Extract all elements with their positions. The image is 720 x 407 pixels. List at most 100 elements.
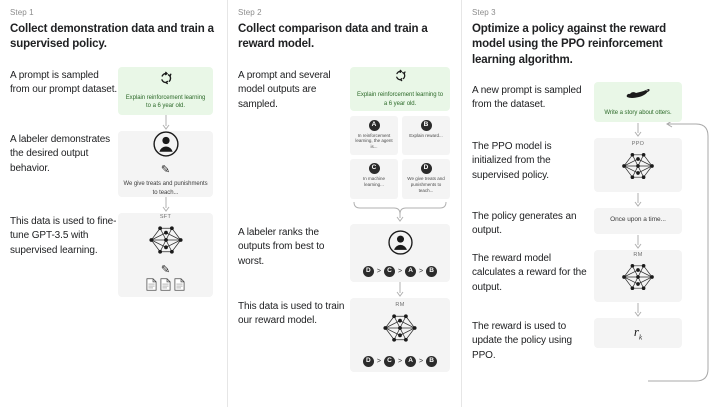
step-3-column: Step 3 Optimize a policy against the rew… <box>461 0 720 407</box>
step-2-title: Collect comparison data and train a rewa… <box>238 23 428 51</box>
step-3-row-ppo: The PPO model is initialized from the su… <box>472 137 710 208</box>
document-icon <box>174 277 185 296</box>
new-prompt-card: Write a story about otters. <box>594 81 682 122</box>
step-2-row-rm-text: This data is used to train our reward mo… <box>238 300 345 327</box>
step-3-row-reward: The reward model calculates a reward for… <box>472 249 710 318</box>
reward-model-card: RM <box>594 249 682 302</box>
rank-badge-1: D <box>362 265 374 277</box>
recycle-icon <box>394 69 407 87</box>
output-text: In reinforcement learning, the agent is.… <box>355 132 393 150</box>
rank-badge-2: C <box>383 265 395 277</box>
arrow-down <box>594 122 682 138</box>
step-1-row-labeler: A labeler demonstrates the desired outpu… <box>10 130 217 213</box>
labeler-demo-card: ✎ We give treats and punishments to teac… <box>118 130 213 197</box>
rank-separator: > <box>397 267 403 275</box>
labeler-demo-caption: We give treats and punishments to teach.… <box>123 181 208 196</box>
step-3-row-prompt-text: A new prompt is sampled from the dataset… <box>472 84 582 111</box>
output-badge: B <box>420 119 432 131</box>
step-1-row-prompt-text: A prompt is sampled from our prompt data… <box>10 69 118 96</box>
arrow-down <box>350 282 450 298</box>
step-1-label: Step 1 <box>10 8 34 17</box>
step-2-row-ranking: A labeler ranks the outputs from best to… <box>238 223 451 298</box>
pencil-icon: ✎ <box>160 164 171 177</box>
output-card-d: D We give treats and punishments to teac… <box>402 159 450 199</box>
prompt-card-green: Explain reinforcement learning to a 6 ye… <box>118 66 213 115</box>
step-3-row-reward-text: The reward model calculates a reward for… <box>472 252 587 293</box>
step-2-label: Step 2 <box>238 8 262 17</box>
output-card-c: C In machine learning... <box>350 159 398 199</box>
neural-network-icon <box>378 310 422 351</box>
step-3-row-ppo-text: The PPO model is initialized from the su… <box>472 140 552 181</box>
labeler-person-icon <box>387 229 414 261</box>
rank-badge-4: B <box>426 265 438 277</box>
policy-output-card: Once upon a time... <box>594 207 682 234</box>
step-2-row-prompt-text: A prompt and several model outputs are s… <box>238 69 331 110</box>
step-1-row-prompt: A prompt is sampled from our prompt data… <box>10 66 217 131</box>
otter-icon <box>625 87 651 105</box>
new-prompt-caption: Write a story about otters. <box>604 109 672 116</box>
step-1-row-sft-text: This data is used to fine-tune GPT-3.5 w… <box>10 215 117 256</box>
pencil-icon: ✎ <box>160 263 171 276</box>
rank-separator: > <box>397 358 403 366</box>
document-icon <box>160 277 171 296</box>
neural-network-icon <box>617 260 659 299</box>
rank-badge-3: A <box>405 356 417 368</box>
arrow-down <box>118 197 213 213</box>
prompt-card-green: Explain reinforcement learning to a 6 ye… <box>350 66 450 111</box>
step-3-title: Optimize a policy against the reward mod… <box>472 23 666 66</box>
reward-model-card: RM <box>350 297 450 372</box>
step-2-rows: A prompt and several model outputs are s… <box>238 66 451 372</box>
step-2-row-prompt: A prompt and several model outputs are s… <box>238 66 451 222</box>
ppo-tag: PPO <box>631 141 645 148</box>
step-3-row-prompt: A new prompt is sampled from the dataset… <box>472 81 710 138</box>
recycle-icon <box>159 71 173 90</box>
documents-row <box>146 277 185 296</box>
arrow-down <box>594 302 682 318</box>
rank-separator: > <box>419 267 424 275</box>
arrow-down <box>594 192 682 208</box>
rank-separator: > <box>376 267 381 275</box>
output-text: We give treats and punishments to teach.… <box>407 176 445 193</box>
step-2-row-rm: This data is used to train our reward mo… <box>238 297 451 372</box>
reward-formula: rk <box>633 324 643 342</box>
output-text: In machine learning... <box>362 176 385 187</box>
labeler-person-icon <box>152 130 180 163</box>
rank-separator: > <box>419 358 424 366</box>
step-3-rows: A new prompt is sampled from the dataset… <box>472 81 710 382</box>
rank-badge-3: A <box>405 265 417 277</box>
step-2-row-ranking-text: A labeler ranks the outputs from best to… <box>238 226 325 267</box>
step-1-title: Collect demonstration data and train a s… <box>10 23 214 51</box>
step-1-column: Step 1 Collect demonstration data and tr… <box>0 0 227 407</box>
ranking-row: D > C > A > B <box>362 356 438 368</box>
rm-tag: RM <box>633 252 643 259</box>
prompt-card-caption: Explain reinforcement learning to a 6 ye… <box>356 92 444 107</box>
step-1-rows: A prompt is sampled from our prompt data… <box>10 66 217 297</box>
step-2-column: Step 2 Collect comparison data and train… <box>227 0 461 407</box>
prompt-card-caption: Explain reinforcement learning to a 6 ye… <box>125 94 206 110</box>
rank-badge-4: B <box>426 356 438 368</box>
arrow-down <box>118 115 213 131</box>
step-3-row-output-text: The policy generates an output. <box>472 210 577 237</box>
sft-card: SFT <box>118 212 213 297</box>
step-3-label: Step 3 <box>472 8 496 17</box>
reward-value-card: rk <box>594 317 682 348</box>
rank-separator: > <box>376 358 381 366</box>
policy-output-caption: Once upon a time... <box>610 216 666 224</box>
collecting-brace <box>350 200 450 222</box>
output-badge: D <box>420 163 432 175</box>
neural-network-icon <box>617 149 659 188</box>
ppo-model-card: PPO <box>594 137 682 192</box>
step-3-row-update: The reward is used to update the policy … <box>472 317 710 364</box>
rank-badge-1: D <box>362 356 374 368</box>
output-card-a: A In reinforcement learning, the agent i… <box>350 115 398 156</box>
rm-tag: RM <box>395 302 405 309</box>
labeler-rank-card: D > C > A > B <box>350 223 450 282</box>
step-3-row-update-text: The reward is used to update the policy … <box>472 320 572 361</box>
ppo-update-loop <box>612 102 720 397</box>
rank-badge-2: C <box>383 356 395 368</box>
arrow-down <box>594 234 682 250</box>
step-3-row-output: The policy generates an output. Once upo… <box>472 207 710 250</box>
sft-tag: SFT <box>159 213 172 220</box>
output-card-b: B Explain reward... <box>402 115 450 156</box>
